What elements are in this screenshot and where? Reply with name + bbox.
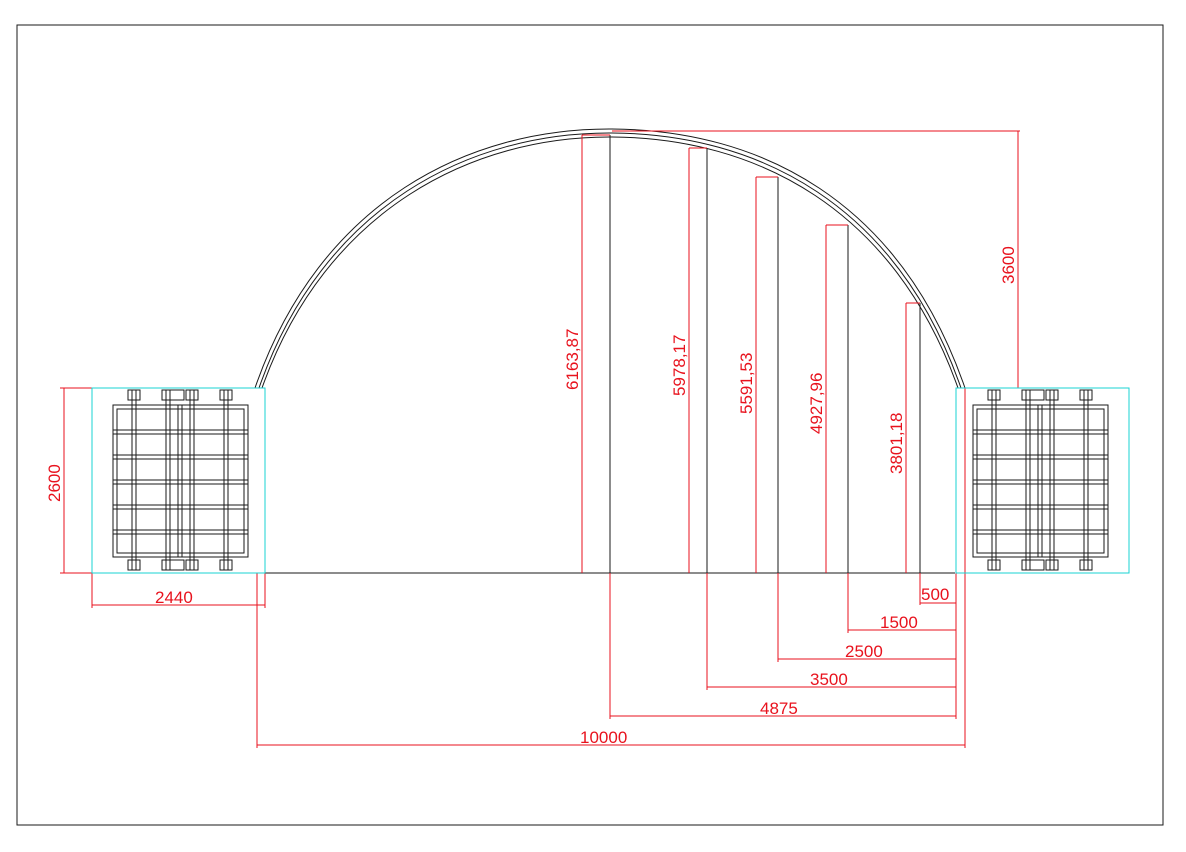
offset-dimension-lines xyxy=(91,388,966,748)
label-offset-1500: 1500 xyxy=(880,613,918,632)
right-container xyxy=(955,387,1130,574)
label-height-6163: 6163,87 xyxy=(563,329,582,390)
label-width-2440: 2440 xyxy=(155,588,193,607)
label-offset-500: 500 xyxy=(921,585,949,604)
label-offset-4875: 4875 xyxy=(760,699,798,718)
label-height-2600: 2600 xyxy=(45,464,64,502)
arch-roof xyxy=(254,128,966,389)
label-span-10000: 10000 xyxy=(580,728,627,747)
height-dimension-lines xyxy=(60,130,1020,574)
label-offset-3500: 3500 xyxy=(810,670,848,689)
sheet-frame xyxy=(16,24,1164,826)
measurement-posts xyxy=(609,135,921,573)
left-container xyxy=(91,387,266,574)
label-height-5591: 5591,53 xyxy=(737,353,756,414)
label-height-3801: 3801,18 xyxy=(887,413,906,474)
label-height-3600: 3600 xyxy=(999,246,1018,284)
label-height-4927: 4927,96 xyxy=(807,373,826,434)
label-offset-2500: 2500 xyxy=(845,642,883,661)
dimension-labels: 6163,87 5978,17 5591,53 4927,96 3801,18 … xyxy=(45,246,1018,747)
label-height-5978: 5978,17 xyxy=(670,335,689,396)
